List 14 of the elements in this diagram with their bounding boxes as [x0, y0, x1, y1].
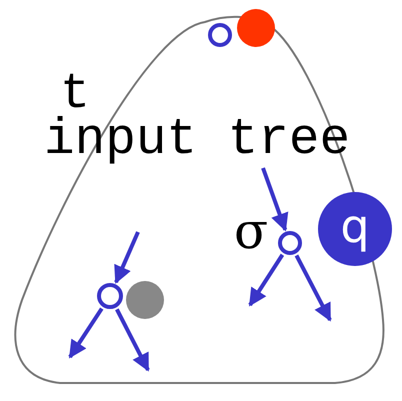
- arrow: [115, 308, 150, 372]
- state-dot: [237, 9, 275, 47]
- node-circle: [278, 231, 302, 255]
- tree-caption: input tree: [44, 115, 350, 166]
- node-circle: [208, 23, 232, 47]
- arrow: [68, 307, 104, 358]
- arrow: [248, 254, 284, 307]
- arrow: [261, 167, 288, 232]
- state-circle: q: [318, 192, 392, 266]
- state-dot: [126, 281, 164, 319]
- arrow: [294, 254, 332, 322]
- node-circle: [97, 283, 123, 309]
- arrow: [114, 231, 140, 284]
- symbol-label: σ: [234, 206, 268, 256]
